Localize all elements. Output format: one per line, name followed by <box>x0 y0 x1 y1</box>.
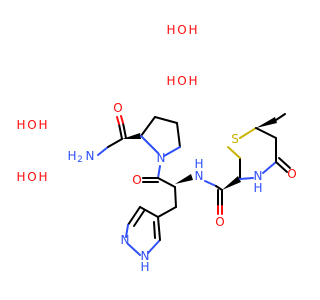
bond-thio-n-ca <box>239 177 254 180</box>
water-2-o: O <box>177 74 186 88</box>
bond-his-cb-cg <box>157 206 177 218</box>
water-2-h2: H <box>188 74 197 88</box>
bond-amide-o-1 <box>116 116 120 125</box>
bond-thio-c-c <box>255 127 277 139</box>
thio-sulfur: S <box>231 132 239 146</box>
bond-imid-5 <box>147 239 161 254</box>
bond-pro-cb-cg <box>154 116 178 124</box>
bond-thio-co-n <box>262 161 277 174</box>
bond-ring-co-2 <box>278 157 291 169</box>
proline-nitrogen: N <box>157 151 166 165</box>
amide-nh2-h: H <box>67 149 76 163</box>
bond-thio-s-c <box>239 127 257 139</box>
water-2-h1: H <box>166 74 175 88</box>
bond-amide-co-2 <box>122 122 127 139</box>
bond-methyl <box>275 113 286 121</box>
water-3-o: O <box>27 118 36 132</box>
bond-nh-c <box>204 180 217 187</box>
water-4-o: O <box>27 170 36 184</box>
bond-hisc-ca <box>157 177 176 188</box>
bond-imid-2b <box>133 210 145 227</box>
his-nh-h: H <box>194 157 203 171</box>
bond-ring-co-1 <box>275 161 288 173</box>
water-1-h1: H <box>166 23 175 37</box>
water-4: H O H <box>16 170 47 184</box>
water-3-h2: H <box>38 118 47 132</box>
water-4-h2: H <box>38 170 47 184</box>
imidazole-n1: N <box>121 233 130 247</box>
bond-imid-6 <box>157 216 161 241</box>
thio-ring-nitrogen: N <box>254 169 263 183</box>
imidazole-nh-h: H <box>140 260 149 274</box>
bonds <box>97 113 291 256</box>
bond-thio-cb-s <box>227 146 241 159</box>
water-3-h1: H <box>16 118 25 132</box>
water-1-h2: H <box>188 23 197 37</box>
bond-amide-c-n-part <box>107 138 123 148</box>
bond-imid-3 <box>125 224 129 238</box>
thio-carbonyl-oxygen: O <box>215 215 224 229</box>
water-3: H O H <box>16 118 47 132</box>
water-4-h1: H <box>16 170 25 184</box>
bond-pro-ca-cb <box>140 116 156 137</box>
structure-diagram: H O H H O H H O H H O H <box>16 23 296 274</box>
bond-amide-co-1 <box>118 123 123 140</box>
water-1: H O H <box>166 23 197 37</box>
water-1-o: O <box>177 23 186 37</box>
bond-amide-o-2 <box>120 115 124 124</box>
amide-nh2-n: N <box>86 149 95 163</box>
bond-wedge-pro <box>122 133 141 139</box>
bond-wedge-thio <box>222 176 241 190</box>
imidazole-nh-n: N <box>141 249 150 263</box>
bond-imid-6b <box>153 221 156 239</box>
his-carbonyl-oxygen: O <box>132 173 141 187</box>
bond-pro-ca-n <box>140 135 159 154</box>
bond-amide-n-c <box>97 146 109 156</box>
amide-oxygen: O <box>113 101 122 115</box>
bond-his-ca-cb <box>174 186 177 208</box>
bond-pro-cg-cd <box>176 122 181 148</box>
bond-imid-4 <box>127 243 141 256</box>
molecule-canvas: H O H H O H H O H H O H <box>16 23 297 274</box>
bond-imid-1 <box>139 206 159 218</box>
thio-ring-nh-h: H <box>253 181 262 195</box>
water-2: H O H <box>166 74 197 88</box>
bond-imid-2 <box>127 206 141 226</box>
bond-pro-cd-n <box>163 146 181 157</box>
bond-pron-c <box>157 165 161 179</box>
ring-ketone-oxygen: O <box>287 167 296 181</box>
his-nh-n: N <box>195 169 204 183</box>
bond-nh-c2 <box>215 185 223 191</box>
bond-wedge-his-nh <box>175 174 193 184</box>
atom-labels: H 2 N O N O H N N N H S O N H O <box>67 101 296 274</box>
amide-nh2-sub: 2 <box>77 155 83 165</box>
bond-wedge-methyl <box>256 117 277 128</box>
